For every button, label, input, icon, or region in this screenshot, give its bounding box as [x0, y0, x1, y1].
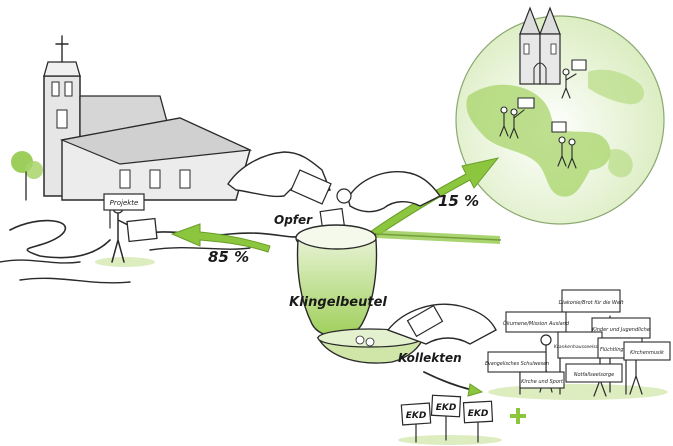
svg-text:Evangelisches Schulwesen: Evangelisches Schulwesen: [485, 361, 549, 367]
ekd-sign: EKD: [430, 394, 462, 418]
projekte-label: Projekte: [110, 199, 139, 207]
svg-text:EKD: EKD: [406, 411, 427, 421]
projekte-sign: [103, 193, 145, 211]
arrow-85-percent: [170, 223, 271, 253]
kollekten-signs: Diakonie/Brot für die Welt Ökumene/Missi…: [485, 289, 671, 389]
arrow-kollekten: [423, 371, 484, 397]
kollekten-sign: Krankenhausseelsorge: [554, 331, 606, 359]
ekd-sign: EKD: [462, 400, 494, 424]
klingelbeutel-bag: Klingelbeutel: [289, 224, 387, 338]
ekd-sign: EKD: [400, 402, 432, 426]
projekte-person: Projekte: [95, 193, 158, 267]
svg-text:Notfallseelsorge: Notfallseelsorge: [574, 372, 614, 378]
svg-text:Diakonie/Brot für die Welt: Diakonie/Brot für die Welt: [559, 300, 625, 306]
hand-top-left: [227, 151, 332, 205]
opfer-label: Opfer: [274, 213, 313, 227]
kollekten-sign: Ökumene/Mission Ausland: [503, 311, 570, 333]
svg-text:Kinder und Jugendliche: Kinder und Jugendliche: [592, 327, 650, 333]
kollekten-label: Kollekten: [398, 351, 462, 365]
kollekten-sign: Kirche und Sport: [519, 371, 565, 389]
church-illustration: [0, 35, 301, 284]
svg-text:EKD: EKD: [436, 403, 457, 413]
globe-illustration: [455, 6, 665, 225]
svg-text:Kirche und Sport: Kirche und Sport: [521, 379, 564, 385]
percent-85-label: 85 %: [208, 248, 249, 266]
svg-text:Flüchtlingsarbeit: Flüchtlingsarbeit: [600, 347, 641, 353]
ekd-signs: EKD EKD EKD: [398, 394, 526, 445]
klingelbeutel-label: Klingelbeutel: [289, 295, 387, 310]
percent-15-label: 15 %: [438, 192, 479, 210]
kollekten-sign: Kirchenmusik: [623, 341, 671, 361]
svg-text:Krankenhausseelsorge: Krankenhausseelsorge: [554, 344, 606, 350]
svg-text:EKD: EKD: [468, 409, 489, 419]
plus-icon: [510, 408, 526, 424]
svg-text:Kirchenmusik: Kirchenmusik: [630, 350, 665, 356]
kollekten-bowl: [316, 303, 497, 364]
svg-text:Ökumene/Mission Ausland: Ökumene/Mission Ausland: [503, 320, 570, 327]
kollekten-sign: Diakonie/Brot für die Welt: [559, 289, 625, 313]
kollekten-sign: Evangelisches Schulwesen: [485, 351, 549, 373]
kollekten-sign: Notfallseelsorge: [565, 363, 623, 383]
